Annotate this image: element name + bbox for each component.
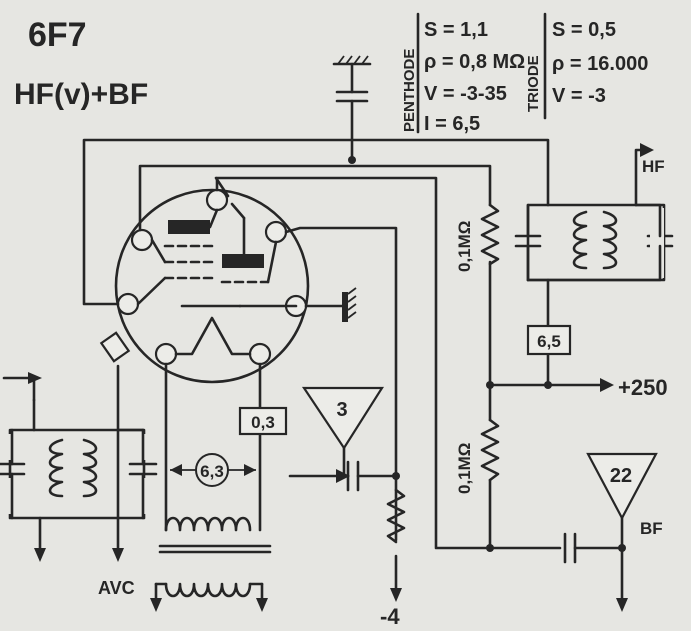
- penthode-i: I = 6,5: [424, 113, 480, 135]
- wiring: [2, 138, 654, 612]
- penthode-rho: ρ = 0,8 MΩ: [424, 51, 525, 73]
- resistor-upper: [480, 203, 500, 266]
- avc-label: AVC: [98, 578, 135, 598]
- top-ground-capacitor: [332, 55, 372, 164]
- penthode-v: V = -3-35: [424, 83, 507, 105]
- penthode-label: PENTHODE: [401, 49, 418, 132]
- bf-output-label: BF: [640, 519, 663, 538]
- bias-label: -4: [380, 604, 400, 629]
- tube-function: HF(v)+BF: [14, 78, 148, 111]
- box-6-5: [526, 324, 572, 356]
- input-transformer: [0, 428, 158, 520]
- triode-s: S = 0,5: [552, 19, 616, 41]
- resistor-lower: [480, 418, 500, 482]
- b-plus-label: +250: [618, 375, 668, 400]
- hf-output-label: HF: [642, 157, 665, 176]
- box-0-3: [238, 406, 288, 436]
- ref-triangle-3: [301, 386, 384, 451]
- heater-voltage-label: 6,3: [200, 462, 224, 481]
- r-lower-label: 0,1MΩ: [455, 443, 474, 494]
- box-0-3-label: 0,3: [251, 413, 275, 432]
- box-6-5-label: 6,5: [537, 332, 561, 351]
- penthode-s: S = 1,1: [424, 19, 488, 41]
- triode-v: V = -3: [552, 85, 606, 107]
- potentiometer: [386, 488, 406, 544]
- ref-triangle-22-label: 22: [610, 465, 632, 487]
- heater-voltage-dimension: [170, 453, 256, 487]
- heater-transformer: [150, 516, 272, 612]
- triode-label: TRIODE: [525, 55, 542, 112]
- tube-6f7: [99, 188, 310, 384]
- ref-triangle-22: [586, 452, 658, 521]
- tube-name: 6F7: [28, 16, 87, 54]
- triode-rho: ρ = 16.000: [552, 53, 648, 75]
- hf-transformer: [514, 203, 674, 282]
- ref-triangle-3-label: 3: [336, 399, 347, 421]
- r-upper-label: 0,1MΩ: [455, 221, 474, 272]
